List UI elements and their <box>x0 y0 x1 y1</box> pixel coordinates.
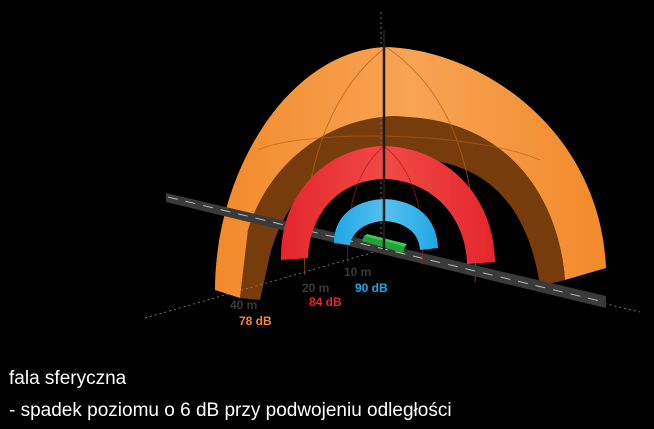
road <box>166 193 606 308</box>
hemisphere-40m <box>215 46 606 300</box>
label-20m-level: 84 dB <box>309 295 342 309</box>
hemisphere-10m <box>334 199 438 250</box>
caption-description: - spadek poziomu o 6 dB przy podwojeniu … <box>9 400 452 421</box>
level-labels: 10 m 90 dB 20 m 84 dB 40 m 78 dB <box>230 265 388 328</box>
label-40m-distance: 40 m <box>230 298 257 312</box>
label-10m-level: 90 dB <box>355 281 388 295</box>
caption-title: fala sferyczna <box>9 368 127 389</box>
label-10m-distance: 10 m <box>344 265 371 279</box>
label-40m-level: 78 dB <box>239 314 272 328</box>
label-20m-distance: 20 m <box>302 281 329 295</box>
